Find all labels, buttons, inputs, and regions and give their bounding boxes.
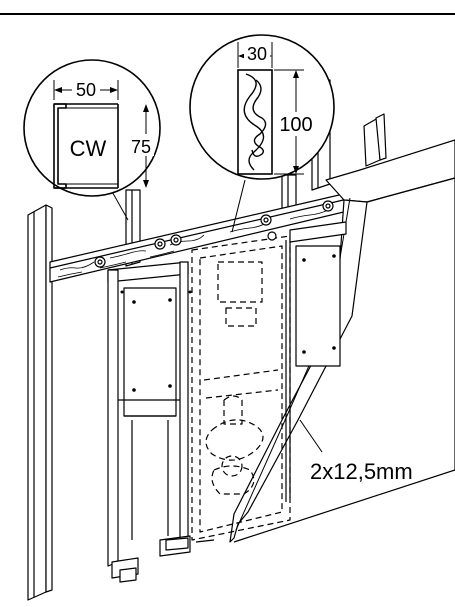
right-top-stud bbox=[363, 113, 387, 167]
profile-depth-label: 75 bbox=[131, 137, 151, 157]
board-leader-line bbox=[299, 419, 323, 453]
wc-installation-module bbox=[191, 235, 291, 541]
right-support-frame bbox=[285, 221, 347, 502]
mounting-bolts bbox=[94, 200, 334, 268]
profile-type-label: CW bbox=[70, 136, 107, 161]
detail-leader-timber bbox=[231, 179, 246, 233]
board-thickness-label: 2x12,5mm bbox=[310, 459, 413, 484]
timber-height-label: 100 bbox=[279, 114, 312, 136]
frame-screws bbox=[120, 254, 336, 392]
timber-crossbeam bbox=[49, 191, 353, 283]
profile-width-label: 50 bbox=[76, 80, 96, 100]
plasterboard-panel bbox=[229, 139, 455, 543]
timber-width-label: 30 bbox=[247, 44, 267, 64]
left-wall-stud bbox=[27, 204, 53, 601]
timber-section-detail: 30 100 bbox=[189, 34, 335, 180]
cw-profile-detail: 50 CW 75 bbox=[23, 59, 161, 197]
left-support-frame bbox=[107, 261, 191, 579]
floor-feet bbox=[119, 537, 215, 583]
